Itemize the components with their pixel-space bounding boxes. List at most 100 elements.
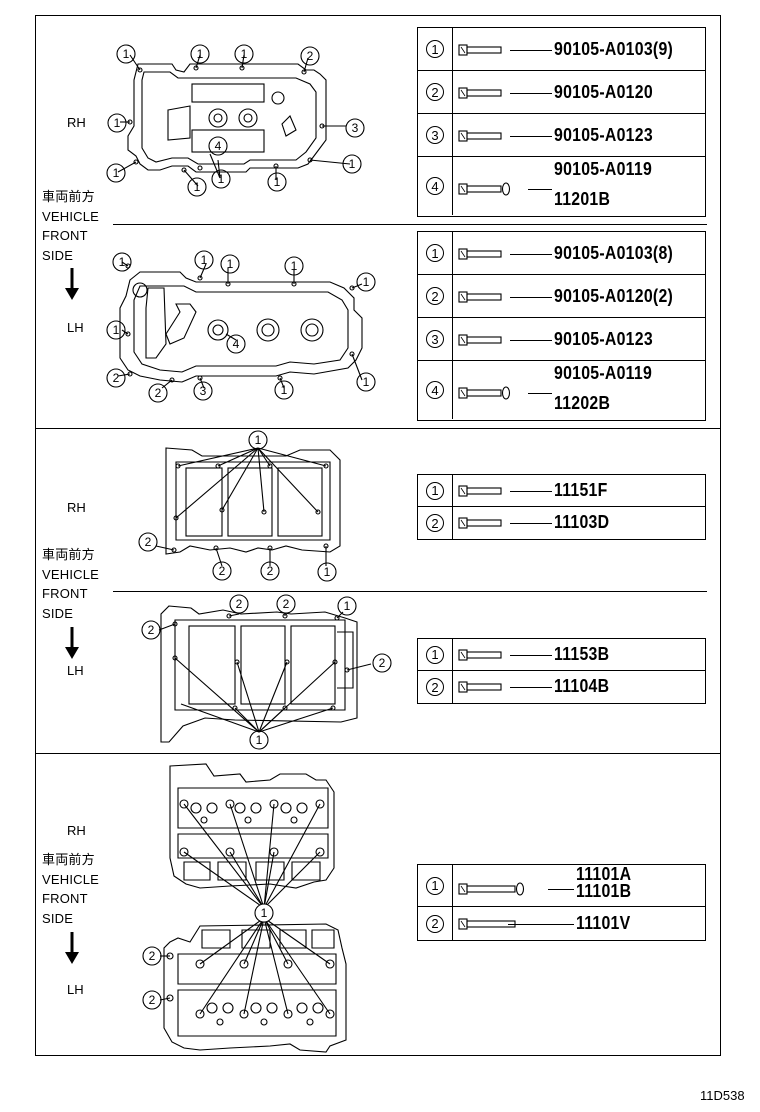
leader-line (510, 253, 552, 255)
svg-text:2: 2 (379, 656, 386, 670)
rh-lh-divider (113, 591, 707, 592)
svg-text:1: 1 (261, 906, 268, 920)
callout-number-cell: 2 (418, 507, 453, 539)
leader-line (508, 923, 574, 925)
front-label: FRONT (42, 891, 88, 906)
callout-number-cell: 4 (418, 157, 453, 215)
parts-row: 2 90105-A0120(2) (418, 275, 705, 318)
lh-label: LH (67, 320, 84, 335)
svg-text:1: 1 (291, 259, 298, 273)
side-label: SIDE (42, 247, 74, 263)
part-number: 90105-A0120 (554, 81, 653, 102)
lh-label: LH (67, 982, 84, 997)
svg-text:2: 2 (236, 597, 243, 611)
svg-text:2: 2 (267, 564, 274, 578)
svg-text:2: 2 (149, 993, 156, 1007)
svg-text:4: 4 (215, 139, 222, 153)
leader-line (510, 687, 552, 688)
svg-text:1: 1 (119, 255, 126, 269)
part-number: 11201B (554, 189, 611, 209)
svg-text:1: 1 (363, 275, 370, 289)
svg-text:1: 1 (349, 157, 356, 171)
jp-front-label: 車両前方 (42, 189, 95, 204)
callout-number: 3 (426, 330, 444, 348)
callout-number-cell: 4 (418, 361, 453, 419)
svg-text:1: 1 (281, 383, 288, 397)
svg-text:1: 1 (344, 599, 351, 613)
bolt-icon (458, 247, 502, 260)
svg-text:2: 2 (113, 371, 120, 385)
svg-text:1: 1 (123, 47, 130, 61)
parts-row: 2 11104B (418, 671, 705, 703)
parts-row: 2 90105-A0120 (418, 71, 705, 114)
section-divider (35, 428, 721, 429)
part-number: 11104B (554, 676, 610, 696)
callout-number-cell: 2 (418, 275, 453, 317)
cylinder-heads-drawing: 1 2 2 (142, 763, 347, 1053)
callout-number: 1 (426, 481, 444, 500)
svg-text:1: 1 (114, 116, 121, 130)
side-label: SIDE (42, 605, 74, 621)
callout-number: 4 (426, 177, 444, 195)
down-arrow-icon (65, 627, 79, 659)
vehicle-label: VEHICLE (42, 566, 100, 582)
diagram-code: 11D538 (700, 1088, 745, 1103)
diagram-frame (35, 15, 721, 1056)
callout-number-cell: 2 (418, 71, 453, 113)
bolt-icon (458, 649, 502, 661)
callout-number-cell: 1 (418, 28, 453, 70)
callout-number: 1 (426, 244, 444, 262)
svg-text:1: 1 (227, 257, 234, 271)
svg-text:1: 1 (113, 323, 120, 337)
leader-line (528, 189, 552, 190)
vehicle-front-side-label: 車両前方 VEHICLE FRONT SIDE (42, 850, 99, 928)
svg-text:3: 3 (200, 384, 207, 398)
leader-line (510, 296, 552, 298)
bolt-icon (458, 681, 502, 693)
callout-number: 2 (426, 514, 444, 532)
leader-line (528, 393, 552, 394)
callout-number: 1 (426, 645, 444, 664)
svg-text:1: 1 (194, 180, 201, 194)
svg-text:1: 1 (113, 166, 120, 180)
callout-number: 4 (426, 381, 444, 399)
svg-text:2: 2 (155, 386, 162, 400)
leader-line (548, 889, 574, 890)
bolt-icon (458, 182, 511, 196)
bolt-icon (458, 86, 502, 99)
front-label: FRONT (42, 228, 88, 243)
down-arrow-icon (65, 268, 79, 300)
bolt-icon (458, 290, 502, 303)
svg-text:1: 1 (363, 375, 370, 389)
bolt-icon (458, 882, 525, 896)
callout-number-cell: 2 (418, 671, 453, 703)
part-number: 90105-A0123 (554, 328, 653, 349)
down-arrow-icon (65, 932, 79, 964)
part-number: 90105-A0120(2) (554, 285, 674, 306)
callout-number-cell: 1 (418, 232, 453, 274)
svg-text:2: 2 (149, 949, 156, 963)
lh-label: LH (67, 663, 84, 678)
leader-line (510, 92, 552, 94)
leader-line (510, 491, 552, 492)
svg-text:1: 1 (256, 733, 263, 747)
callout-number: 3 (426, 126, 444, 144)
vehicle-front-side-label: 車両前方 VEHICLE FRONT SIDE (42, 545, 99, 623)
bolt-icon (458, 386, 511, 400)
vehicle-label: VEHICLE (42, 871, 100, 887)
bolt-icon (458, 333, 502, 346)
svg-text:1: 1 (197, 47, 204, 61)
jp-front-label: 車両前方 (42, 547, 95, 562)
svg-text:1: 1 (324, 565, 331, 579)
svg-text:3: 3 (352, 121, 359, 135)
